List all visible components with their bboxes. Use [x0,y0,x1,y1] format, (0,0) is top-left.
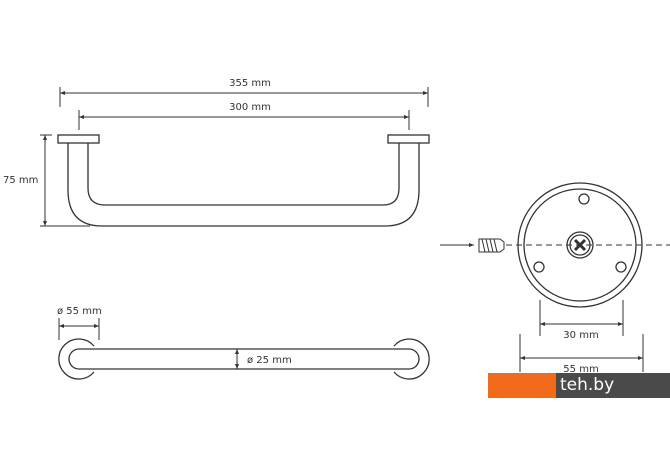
label-base-diameter: 55 mm [563,364,598,375]
dim-flange-diameter [58,318,100,340]
label-flange-diameter: ø 55 mm [57,306,102,317]
screw-insert [478,238,505,253]
dim-total-length [59,87,429,107]
label-inner-length: 300 mm [229,102,271,113]
label-projection: 75 mm [3,175,38,186]
label-tube-diameter: ø 25 mm [247,355,292,366]
towel-bar-front-view [58,338,430,380]
watermark-logo: teh.by [488,373,670,398]
logo-orange-block [488,373,556,398]
towel-bar-side-view [57,134,430,227]
label-hole-spacing: 30 mm [563,330,598,341]
dim-hole-spacing [539,300,624,336]
dim-base-diameter [519,334,644,372]
dim-inner-length [78,110,410,130]
label-total-length: 355 mm [229,78,271,89]
logo-text: teh.by [556,373,670,398]
dim-projection [40,134,90,227]
